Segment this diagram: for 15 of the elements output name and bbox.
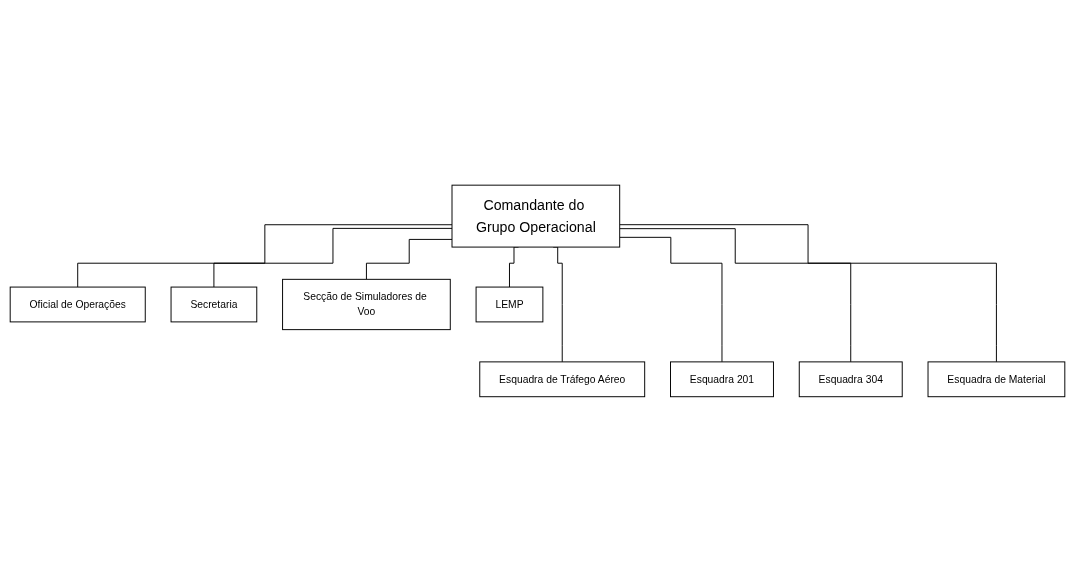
org-box: Esquadra de Material — [927, 361, 1066, 398]
org-box: Oficial de Operações — [9, 286, 146, 323]
org-box: Esquadra 304 — [798, 361, 903, 398]
org-box: LEMP — [475, 286, 544, 323]
connector — [77, 224, 453, 288]
connector — [213, 227, 453, 288]
connector — [619, 236, 723, 363]
connector — [365, 239, 453, 280]
org-box: Secretaria — [170, 286, 258, 323]
org-box: Esquadra de Tráfego Aéreo — [479, 361, 646, 398]
org-box: Esquadra 201 — [670, 361, 774, 398]
connector — [619, 228, 852, 363]
org-box: Comandante do Grupo Operacional — [451, 184, 621, 248]
org-box: Secção de Simuladores de Voo — [282, 278, 451, 331]
connector — [619, 224, 997, 363]
